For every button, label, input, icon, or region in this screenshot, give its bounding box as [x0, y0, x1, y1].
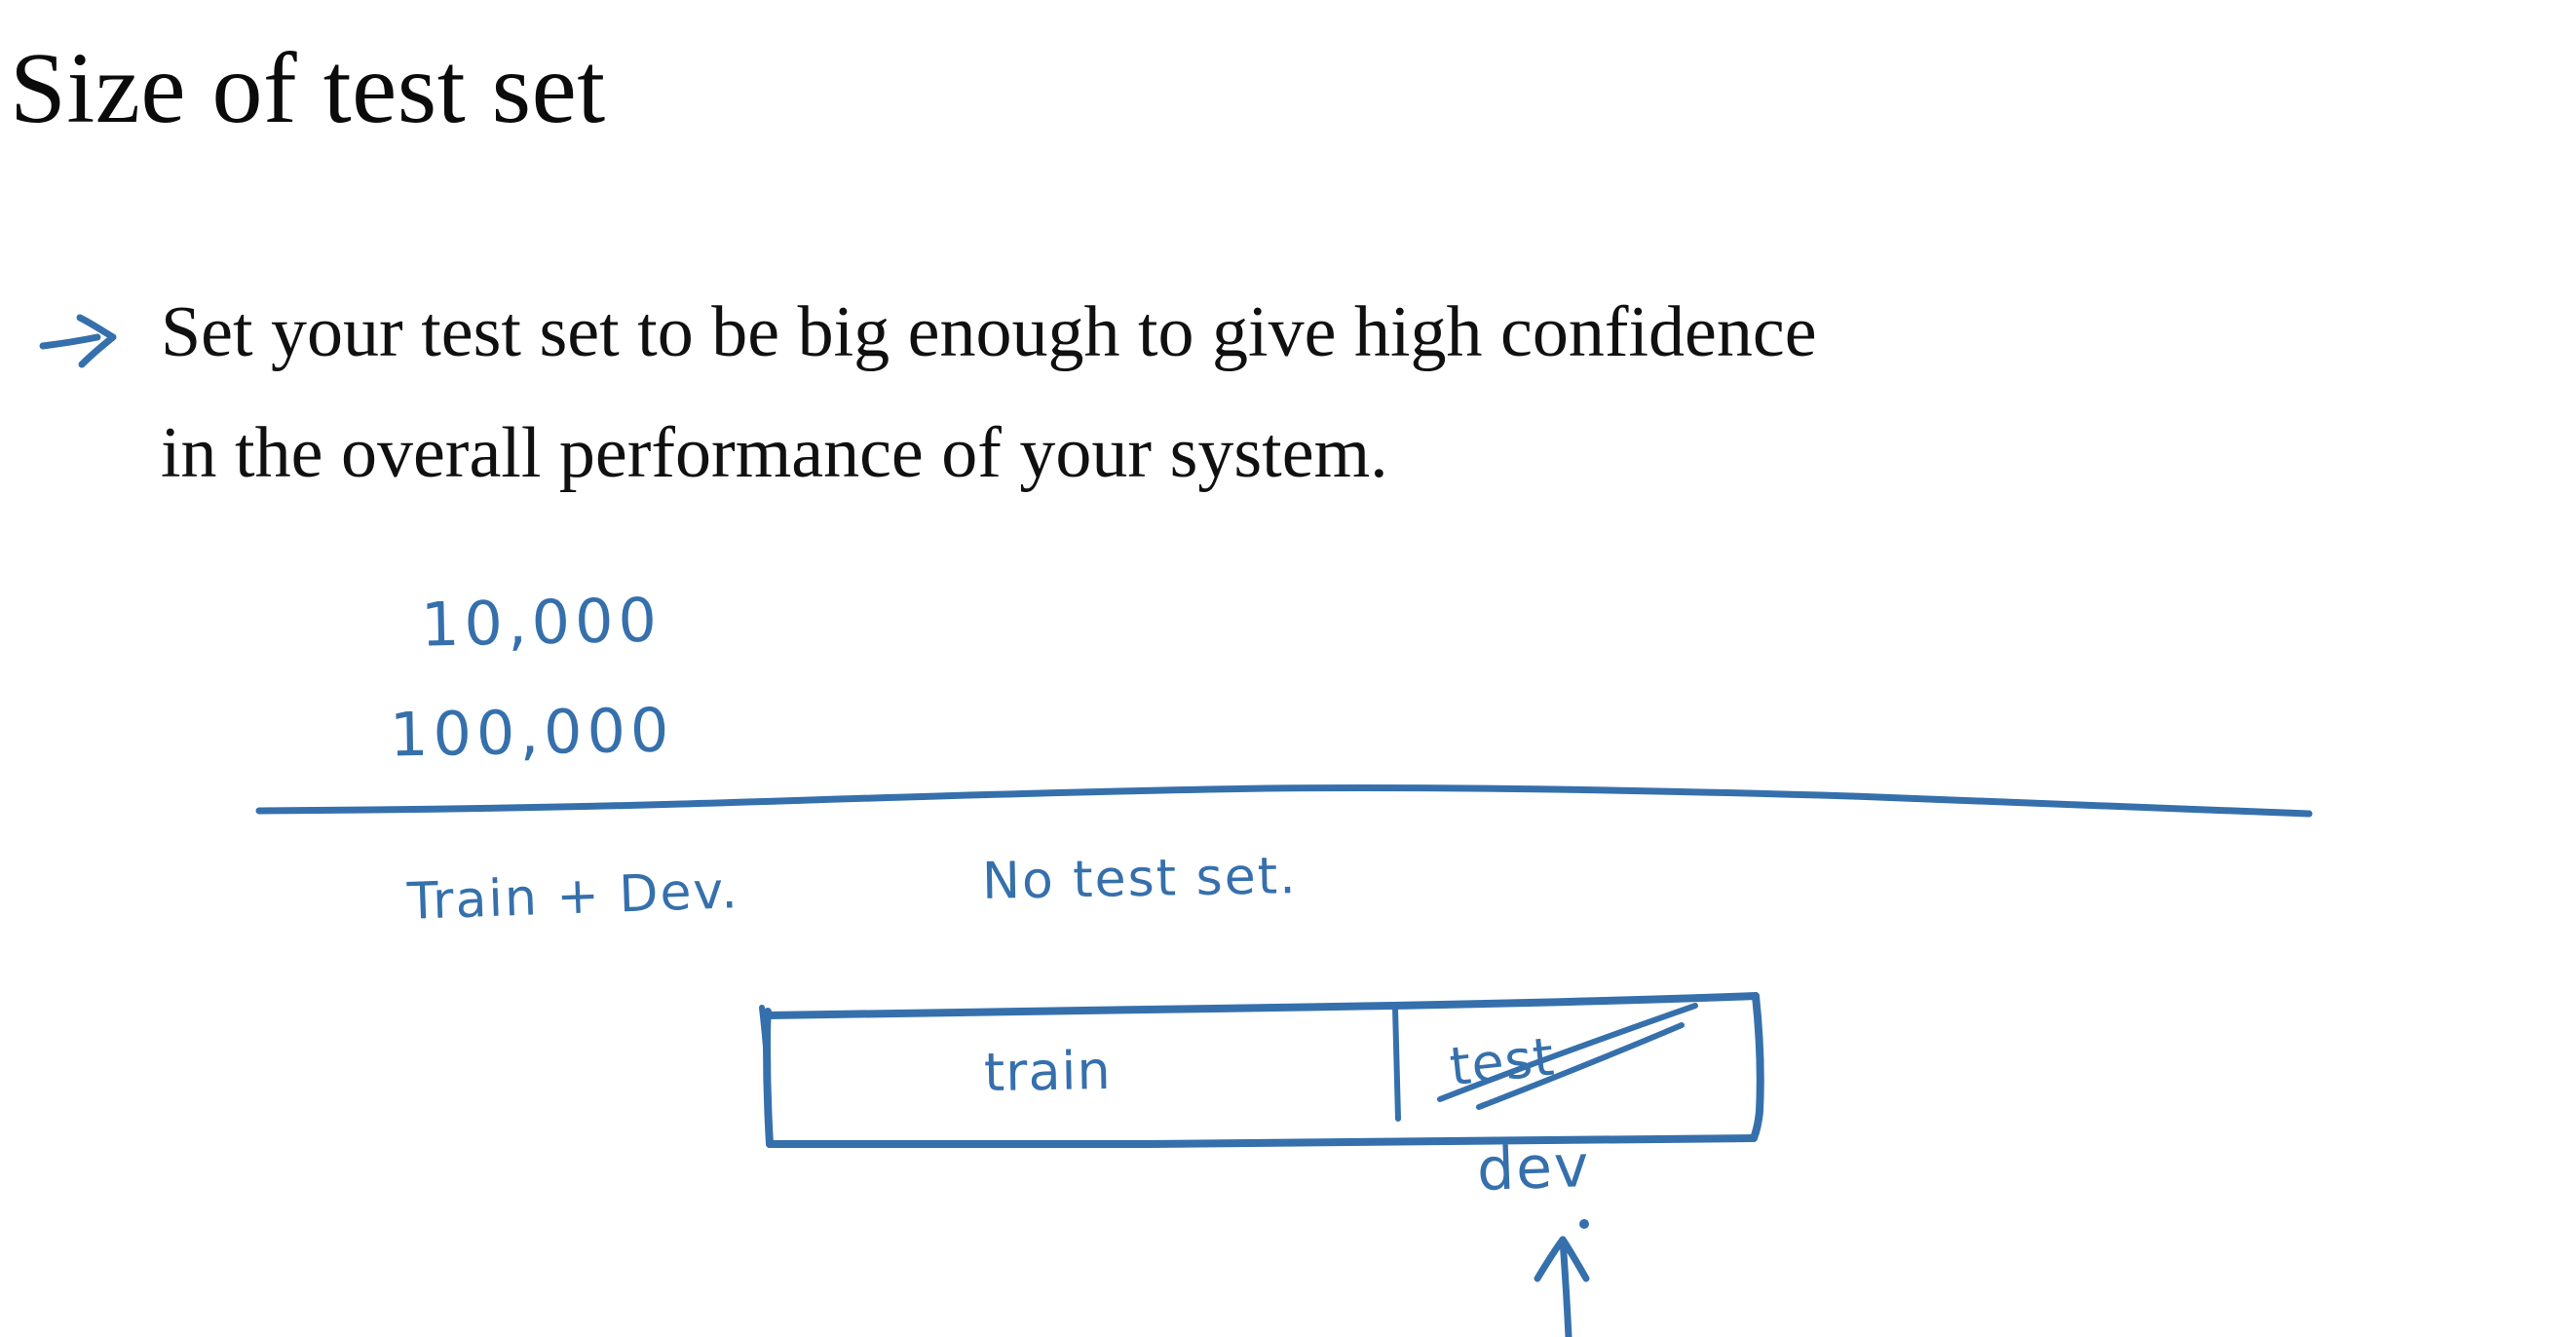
- bullet-row: Set your test set to be big enough to gi…: [29, 283, 2543, 503]
- bullet-line-1: Set your test set to be big enough to gi…: [161, 292, 1817, 372]
- annotation-number-10000: 10,000: [420, 584, 663, 661]
- hand-drawn-horizontal-curve: [255, 783, 2313, 818]
- page-title: Size of test set: [10, 32, 606, 144]
- split-box-train-label: train: [983, 1039, 1113, 1104]
- split-box-test-label: test: [1447, 1025, 1558, 1098]
- hand-drawn-arrow-icon: [39, 314, 117, 368]
- train-test-split-box: [759, 992, 1764, 1149]
- annotation-no-test-set-label: No test set.: [981, 847, 1299, 911]
- hand-drawn-up-arrow-icon: [1534, 1219, 1590, 1337]
- annotation-number-100000: 100,000: [389, 694, 675, 771]
- bullet-block: Set your test set to be big enough to gi…: [29, 283, 2543, 503]
- annotation-dev-label: dev: [1475, 1131, 1592, 1205]
- bullet-line-2: in the overall performance of your syste…: [161, 413, 1388, 494]
- annotation-train-dev-label: Train + Dev.: [406, 861, 740, 932]
